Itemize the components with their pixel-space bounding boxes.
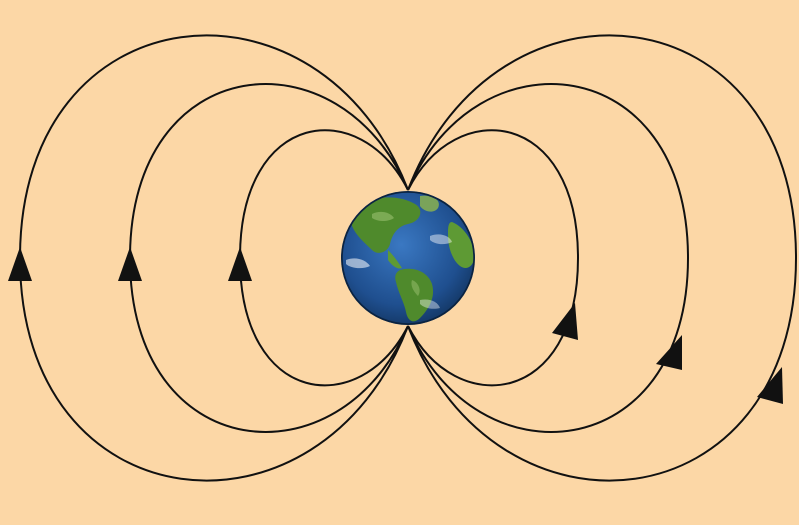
field-line-right-middle: [407, 83, 690, 433]
field-line-right-outer: [407, 34, 798, 482]
field-line-right-inner: [407, 129, 580, 387]
arrow-up-icon: [228, 247, 252, 281]
field-lines-right: [407, 34, 798, 482]
earth-globe-icon: [341, 191, 475, 325]
arrow-up-icon: [8, 247, 32, 281]
arrow-up-icon: [656, 335, 682, 370]
arrow-up-icon: [552, 303, 578, 340]
arrows-left: [8, 247, 252, 281]
arrows-right: [552, 303, 783, 404]
arrow-up-icon: [757, 367, 783, 404]
arrow-up-icon: [118, 247, 142, 281]
